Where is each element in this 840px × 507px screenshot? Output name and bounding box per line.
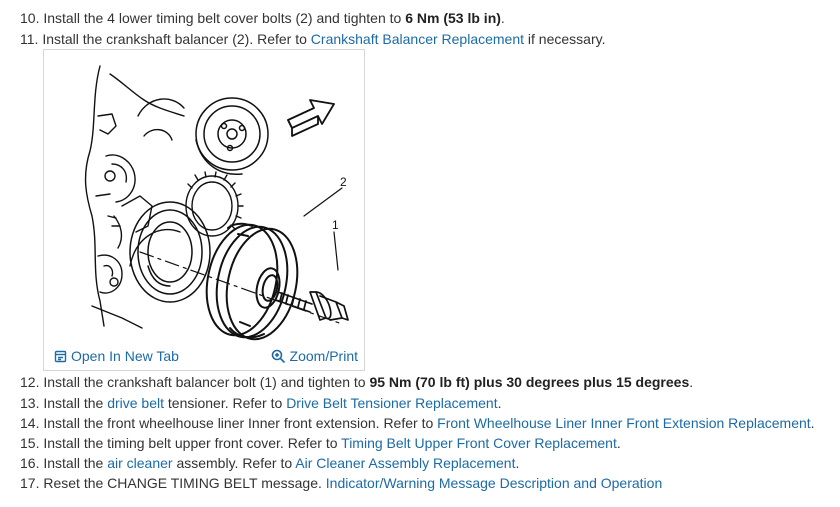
engine-block	[84, 65, 185, 329]
crankshaft-balancer	[205, 222, 299, 341]
step-text: Install the	[43, 395, 108, 411]
link-air-cleaner[interactable]: air cleaner	[107, 455, 173, 471]
crankshaft-balancer-bolt	[275, 291, 349, 321]
figure-crankshaft-balancer: 2 1 Open In New Tab	[43, 49, 365, 371]
step-text-end: .	[500, 10, 505, 26]
step-number: 12.	[20, 374, 40, 390]
link-air-cleaner-assembly-replacement[interactable]: Air Cleaner Assembly Replacement	[295, 455, 516, 471]
step-text: Reset the CHANGE TIMING BELT message.	[43, 475, 326, 491]
step-text: Install the	[43, 455, 108, 471]
step-text: Install the front wheelhouse liner Inner…	[43, 415, 438, 431]
callout-2: 2	[340, 175, 347, 189]
crankshaft-balancer-illustration: 2 1	[84, 65, 349, 341]
zoom-magnifier-icon	[271, 349, 286, 364]
step-number: 15.	[20, 435, 40, 451]
step-13: 13. Install the drive belt tensioner. Re…	[20, 393, 501, 413]
idler-pulley	[195, 97, 269, 175]
step-text-end: .	[616, 435, 621, 451]
step-number: 14.	[20, 415, 40, 431]
step-text-end: .	[497, 395, 502, 411]
open-in-new-tab-icon	[54, 350, 67, 363]
crank-sprocket	[185, 171, 244, 237]
step-text-end: if necessary.	[524, 31, 606, 47]
step-text-end: .	[810, 415, 815, 431]
step-text-mid: assembly. Refer to	[172, 455, 296, 471]
direction-arrow-icon	[287, 99, 335, 137]
link-crankshaft-balancer-replacement[interactable]: Crankshaft Balancer Replacement	[310, 31, 525, 47]
crankshaft-centerline	[139, 251, 343, 325]
step-number: 13.	[20, 395, 40, 411]
step-text-end: .	[515, 455, 520, 471]
callout-1: 1	[332, 218, 339, 232]
step-text-mid: tensioner. Refer to	[164, 395, 287, 411]
step-10: 10. Install the 4 lower timing belt cove…	[20, 8, 505, 28]
callout-1-leader	[333, 231, 339, 271]
step-17: 17. Reset the CHANGE TIMING BELT message…	[20, 473, 662, 493]
step-text: Install the crankshaft balancer (2). Ref…	[42, 31, 311, 47]
step-12: 12. Install the crankshaft balancer bolt…	[20, 372, 693, 392]
step-number: 10.	[20, 10, 40, 26]
link-drive-belt[interactable]: drive belt	[107, 395, 164, 411]
link-front-wheelhouse-liner-replacement[interactable]: Front Wheelhouse Liner Inner Front Exten…	[437, 415, 811, 431]
figure-toolbar: Open In New Tab Zoom/Print	[44, 346, 364, 370]
link-timing-belt-upper-front-cover-replacement[interactable]: Timing Belt Upper Front Cover Replacemen…	[341, 435, 617, 451]
step-text: Install the 4 lower timing belt cover bo…	[43, 10, 406, 26]
torque-spec: 6 Nm (53 lb in)	[405, 10, 501, 26]
link-indicator-warning-message[interactable]: Indicator/Warning Message Description an…	[325, 475, 663, 491]
link-drive-belt-tensioner-replacement[interactable]: Drive Belt Tensioner Replacement	[286, 395, 498, 411]
step-number: 16.	[20, 455, 40, 471]
zoom-print-button[interactable]: Zoom/Print	[271, 348, 358, 364]
seal-housing	[129, 201, 211, 303]
torque-spec: 95 Nm (70 lb ft) plus 30 degrees plus 15…	[369, 374, 690, 390]
zoom-print-label: Zoom/Print	[289, 348, 358, 364]
open-in-new-tab-button[interactable]: Open In New Tab	[54, 348, 179, 364]
callout-2-leader	[303, 187, 343, 217]
step-15: 15. Install the timing belt upper front …	[20, 433, 621, 453]
open-in-new-tab-label: Open In New Tab	[71, 348, 179, 364]
step-number: 17.	[20, 475, 40, 491]
step-14: 14. Install the front wheelhouse liner I…	[20, 413, 815, 433]
step-number: 11.	[20, 31, 39, 47]
step-text: Install the timing belt upper front cove…	[43, 435, 342, 451]
step-11: 11. Install the crankshaft balancer (2).…	[20, 29, 605, 49]
step-16: 16. Install the air cleaner assembly. Re…	[20, 453, 519, 473]
step-text-end: .	[689, 374, 694, 390]
step-text: Install the crankshaft balancer bolt (1)…	[43, 374, 370, 390]
timing-cover-lower	[129, 98, 185, 267]
